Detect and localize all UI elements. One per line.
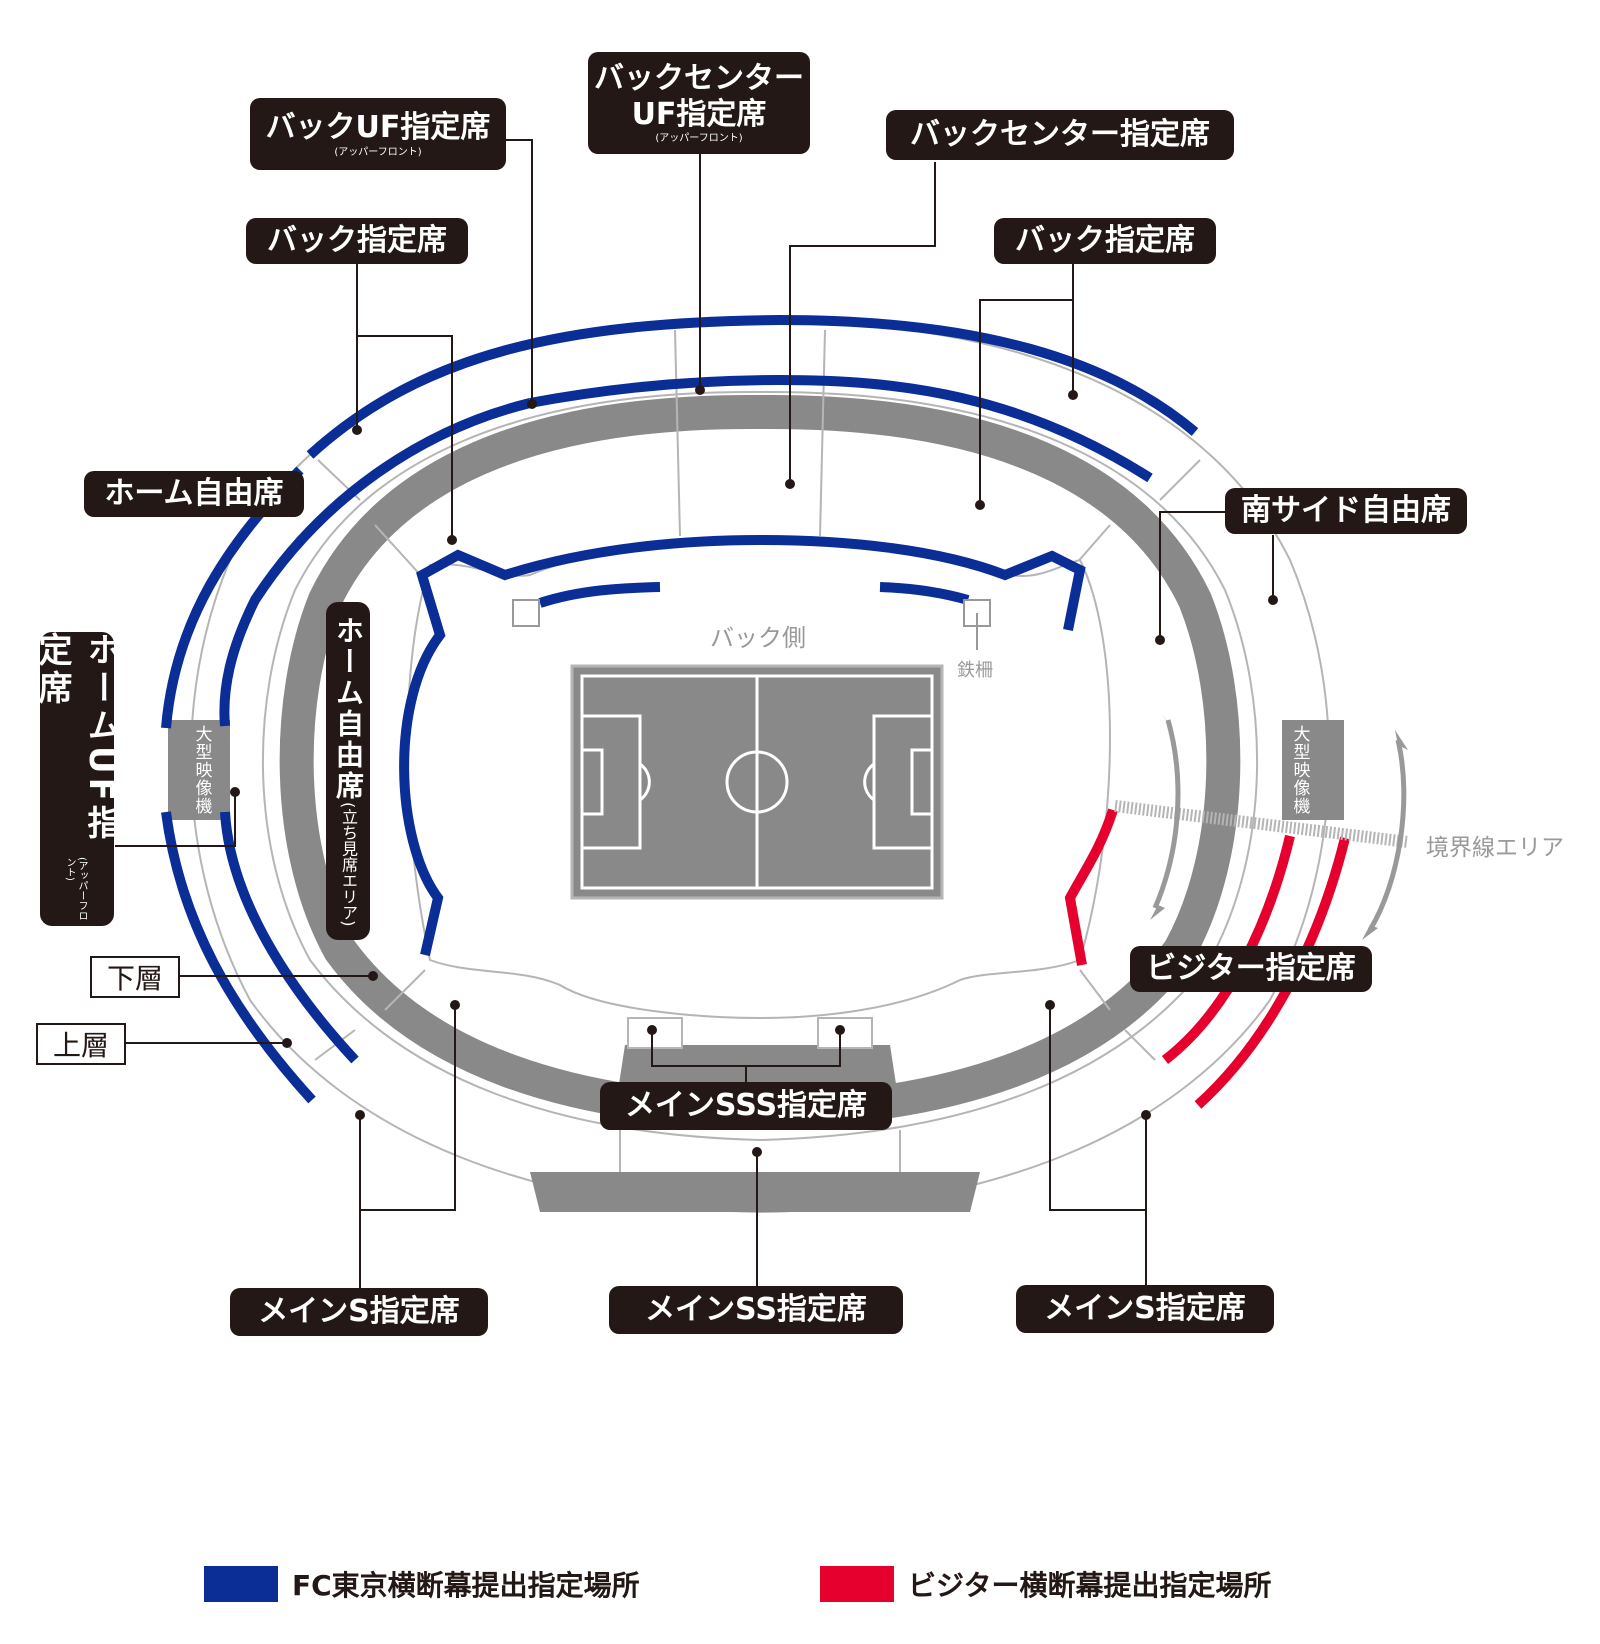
big-screen-right-block <box>1282 720 1344 820</box>
leader-dot <box>352 425 362 435</box>
banner-back-left <box>538 582 661 608</box>
label-home-free-standing: ホーム自由席 (立ち見席エリア) <box>326 602 370 940</box>
upper-inner-outline <box>261 390 1259 1142</box>
label-back-right: バック指定席 <box>994 218 1216 264</box>
gate-box-left <box>512 599 540 627</box>
home-uf-text: ホームUF指定席 <box>32 632 121 843</box>
home-free-standing-text: ホーム自由席 <box>332 615 365 802</box>
banner-lower-back <box>529 374 1153 483</box>
back-side-label: バック側 <box>710 624 806 652</box>
leader-dot <box>1155 635 1165 645</box>
pitch-goal-left <box>580 748 604 816</box>
leader-back-uf <box>505 139 533 404</box>
label-back-center-uf: バックセンター UF指定席 (アッパーフロント) <box>588 52 810 154</box>
banner-upper-back <box>306 314 1199 459</box>
leader-dot <box>527 399 537 409</box>
back-uf-sub: (アッパーフロント) <box>334 147 422 158</box>
boundary-arrow-outer <box>1367 739 1407 932</box>
pitch-arc-left <box>639 762 651 802</box>
banner-pitch-home <box>399 534 1086 957</box>
legend-red-swatch <box>820 1566 894 1602</box>
leader-dot <box>230 787 240 797</box>
arrow-head-1 <box>1160 712 1175 730</box>
banner-back-right <box>879 582 970 605</box>
legend-visitor-text: ビジター横断幕提出指定場所 <box>908 1569 1272 1602</box>
leader-south-side <box>1159 511 1225 640</box>
leader-back-center <box>789 162 936 484</box>
leader-dot <box>752 1147 762 1157</box>
big-screen-right: 大型映像機 <box>1289 725 1310 815</box>
leader-dot <box>355 1110 365 1120</box>
big-screen-left: 大型映像機 <box>191 725 212 815</box>
pitch-arc-right <box>863 762 875 802</box>
label-home-uf: ホームUF指定席 (アッパーフロント) <box>32 632 121 926</box>
label-main-ss: メインSS指定席 <box>609 1286 903 1334</box>
leader-dot <box>447 535 457 545</box>
label-upper-tier: 上層 <box>36 1023 126 1065</box>
label-visitor: ビジター指定席 <box>1130 946 1372 992</box>
pitch-goal-right <box>910 748 934 816</box>
label-main-sss: メインSSS指定席 <box>600 1082 892 1130</box>
main-sss-box-right <box>817 1017 873 1049</box>
label-home-free: ホーム自由席 <box>84 471 304 517</box>
legend-fc-tokyo-text: FC東京横断幕提出指定場所 <box>292 1569 640 1602</box>
leader-dot <box>1068 390 1078 400</box>
boundary-area-label: 境界線エリア <box>1426 835 1564 861</box>
label-main-s-right: メインS指定席 <box>1016 1285 1274 1333</box>
home-uf-sub: (アッパーフロント) <box>64 857 87 921</box>
label-main-s-left: メインS指定席 <box>230 1288 488 1336</box>
leader-dot <box>450 1000 460 1010</box>
leader-home-uf <box>115 792 236 847</box>
leader-main-s-left <box>359 1005 456 1211</box>
leader-back-left <box>356 262 453 540</box>
arrow-head-3 <box>1395 730 1408 750</box>
back-uf-text: バックUF指定席 <box>265 110 491 145</box>
leader-dot <box>975 500 985 510</box>
arrow-head-2 <box>1150 905 1165 920</box>
back-center-uf-line1: バックセンター <box>594 61 804 96</box>
leader-dot <box>695 385 705 395</box>
banner-lower-home <box>219 398 532 727</box>
leader-back-right <box>979 262 1074 505</box>
legend-fc-tokyo: FC東京横断幕提出指定場所 <box>204 1564 640 1604</box>
home-free-standing-sub: (立ち見席エリア) <box>339 801 358 927</box>
arrow-head-4 <box>1362 925 1378 940</box>
leader-dot <box>785 479 795 489</box>
leader-dot <box>835 1025 845 1035</box>
leader-dot <box>1141 1110 1151 1120</box>
leader-dot <box>1268 595 1278 605</box>
boundary-line <box>1114 800 1409 848</box>
label-back-left: バック指定席 <box>246 218 468 264</box>
label-back-uf: バックUF指定席 (アッパーフロント) <box>250 98 506 170</box>
leader-dot <box>282 1038 292 1048</box>
leader-dot <box>647 1025 657 1035</box>
leader-dot <box>1045 1000 1055 1010</box>
legend-blue-swatch <box>204 1566 278 1602</box>
leader-main-s-right <box>1049 1005 1147 1211</box>
banner-visitor-pitch <box>1064 808 1118 966</box>
label-back-center: バックセンター指定席 <box>886 110 1234 160</box>
label-lower-tier: 下層 <box>90 956 180 998</box>
back-center-uf-sub: (アッパーフロント) <box>655 133 743 144</box>
big-screen-left-block <box>168 720 230 820</box>
banner-upper-home-low <box>161 811 316 1104</box>
boundary-arrow-inner <box>1152 719 1181 909</box>
back-center-uf-line2: UF指定席 <box>631 97 767 132</box>
legend-visitor: ビジター横断幕提出指定場所 <box>820 1564 1271 1604</box>
main-stand-block <box>530 1172 980 1212</box>
label-south-side-free: 南サイド自由席 <box>1225 488 1467 534</box>
iron-fence-label: 鉄柵 <box>957 660 993 681</box>
leader-dot <box>368 971 378 981</box>
pitch-center-circle <box>725 750 789 814</box>
